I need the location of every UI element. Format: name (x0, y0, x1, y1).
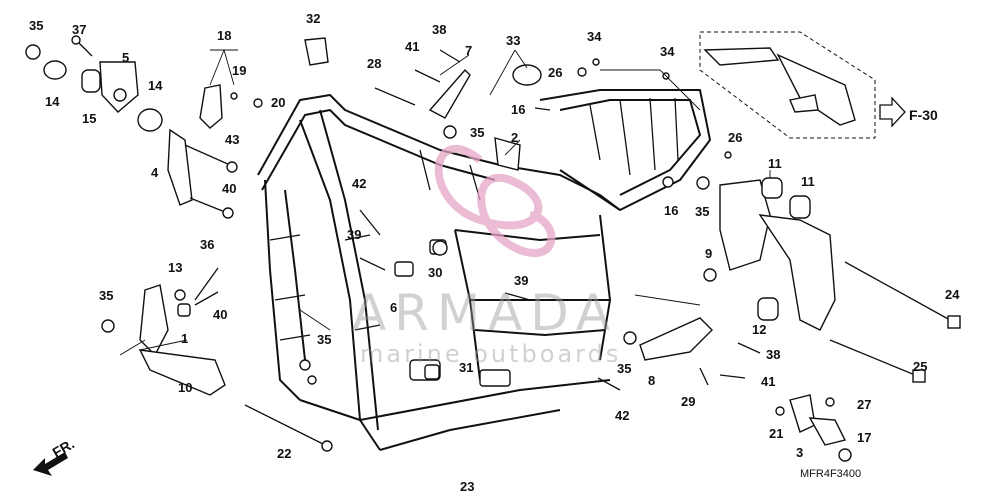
part-label: 42 (352, 176, 366, 191)
part-label: 9 (705, 246, 712, 261)
part-label: 23 (460, 479, 474, 494)
part-label: 16 (511, 102, 525, 117)
part-label: 26 (548, 65, 562, 80)
part-label: 20 (271, 95, 285, 110)
watermark-sub: marine outboards (360, 340, 621, 368)
part-label: 42 (615, 408, 629, 423)
part-label: 39 (514, 273, 528, 288)
right-components (577, 58, 961, 462)
diagram-code: MFR4F3400 (800, 468, 861, 480)
nut-35-part (25, 44, 41, 60)
part-label: 14 (148, 78, 163, 93)
f30-inset (699, 31, 906, 139)
part-label: 24 (945, 287, 960, 302)
main-frame (257, 89, 711, 451)
part-label: 43 (225, 132, 239, 147)
part-label: 17 (857, 430, 871, 445)
leader-lines (79, 38, 771, 356)
part-label: 21 (769, 426, 783, 441)
part-label: 31 (459, 360, 473, 375)
watermark-main: ARMADA (352, 284, 618, 342)
part-label: 28 (367, 56, 381, 71)
part-label: 10 (178, 380, 192, 395)
part-label: 26 (728, 130, 742, 145)
part-label: 3 (796, 445, 803, 460)
part-label: 39 (347, 227, 361, 242)
part-label: 35 (617, 361, 631, 376)
left-components (25, 35, 333, 452)
part-label: 41 (405, 39, 419, 54)
part-label: 5 (122, 50, 129, 65)
part-label: 11 (801, 174, 815, 189)
part-labels: 35 37 5 14 15 18 19 20 14 43 4 40 32 38 … (29, 11, 960, 494)
part-label: 35 (99, 288, 113, 303)
part-label: 40 (213, 307, 227, 322)
part-label: 35 (317, 332, 331, 347)
part-label: 1 (181, 331, 188, 346)
part-label: 30 (428, 265, 442, 280)
part-label: 2 (511, 130, 518, 145)
fr-arrow (33, 452, 68, 476)
part-label: 16 (664, 203, 678, 218)
part-label: 36 (200, 237, 214, 252)
part-label: 34 (587, 29, 602, 44)
f30-reference-label: F-30 (909, 107, 938, 123)
part-label: 19 (232, 63, 246, 78)
part-label: 38 (766, 347, 780, 362)
part-label: 12 (752, 322, 766, 337)
fr-direction-label: FR. (50, 435, 78, 460)
part-label: 37 (72, 22, 86, 37)
part-label: 4 (151, 165, 159, 180)
part-label: 38 (432, 22, 446, 37)
part-label: 35 (470, 125, 484, 140)
part-label: 32 (306, 11, 320, 26)
part-label: 7 (465, 43, 472, 58)
watermark: ARMADA marine outboards (352, 144, 621, 368)
part-label: 18 (217, 28, 231, 43)
part-label: 41 (761, 374, 775, 389)
part-label: 40 (222, 181, 236, 196)
part-label: 15 (82, 111, 96, 126)
part-label: 35 (29, 18, 43, 33)
part-label: 33 (506, 33, 520, 48)
part-label: 14 (45, 94, 60, 109)
part-label: 27 (857, 397, 871, 412)
part-label: 13 (168, 260, 182, 275)
part-label: 35 (695, 204, 709, 219)
part-label: 11 (768, 156, 782, 171)
part-label: 22 (277, 446, 291, 461)
part-label: 25 (913, 359, 927, 374)
center-components (304, 37, 551, 380)
part-label: 8 (648, 373, 655, 388)
part-label: 6 (390, 300, 397, 315)
part-label: 34 (660, 44, 675, 59)
part-label: 29 (681, 394, 695, 409)
